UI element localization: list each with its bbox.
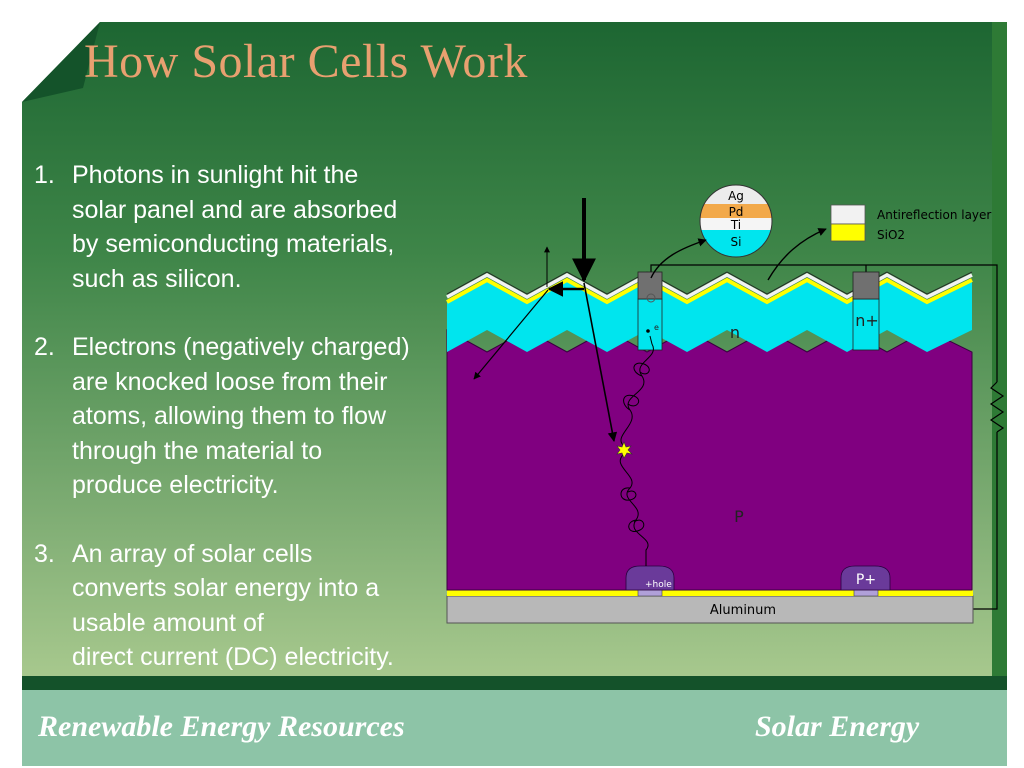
list-item: 2. Electrons (negatively charged) are kn… [34, 330, 454, 503]
footer-right-text: Solar Energy [755, 710, 920, 743]
list-number: 2. [34, 333, 55, 361]
list-text: An array of solar cells converts solar e… [72, 539, 394, 672]
list-item: 3. An array of solar cells converts sola… [34, 537, 454, 675]
list-text: Electrons (negatively charged) are knock… [72, 333, 410, 499]
footer-left-text: Renewable Energy Resources [38, 710, 405, 743]
bullet-list: 1. Photons in sunlight hit the solar pan… [34, 158, 454, 709]
slide-title: How Solar Cells Work [84, 35, 528, 88]
list-item: 1. Photons in sunlight hit the solar pan… [34, 158, 454, 296]
list-number: 1. [34, 161, 55, 189]
footer-bar: Renewable Energy Resources Solar Energy [22, 690, 1007, 766]
list-number: 3. [34, 539, 55, 568]
list-text: Photons in sunlight hit the solar panel … [72, 161, 398, 293]
